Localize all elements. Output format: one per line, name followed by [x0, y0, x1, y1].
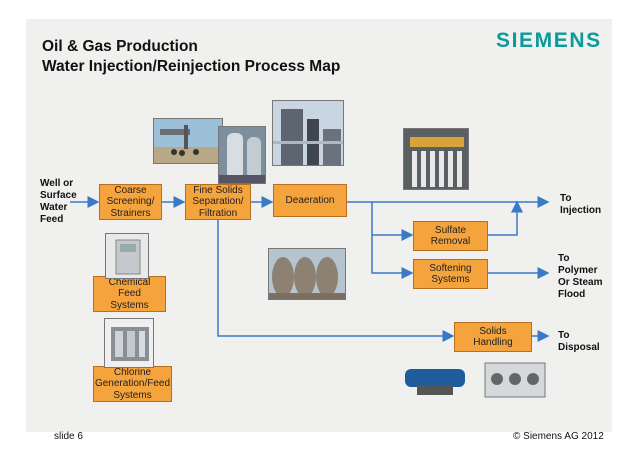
deaeration-box: Deaeration [273, 184, 347, 217]
title-line-1: Oil & Gas Production [42, 38, 198, 55]
chemical-feed-box: Chemical Feed Systems [93, 276, 166, 312]
photo-decanter-centrifuge [399, 357, 471, 399]
arrow-to-sulfate [371, 202, 414, 241]
source-label: Well or Surface Water Feed [40, 178, 77, 225]
photo-field-workers [153, 118, 223, 164]
output-polymer-label: To Polymer Or Steam Flood [558, 253, 603, 300]
photo-filtration-unit [218, 126, 266, 184]
solids-handling-box: Solids Handling [454, 322, 532, 352]
coarse-screening-box: Coarse Screening/ Strainers [99, 184, 162, 220]
arrow-to-softening [371, 235, 414, 279]
output-disposal-label: To Disposal [558, 330, 600, 353]
output-injection-label: To Injection [560, 193, 602, 216]
photo-deaeration-tower [272, 100, 344, 166]
arrow-to-solids [217, 214, 455, 342]
copyright-text: © Siemens AG 2012 [513, 431, 604, 442]
fine-solids-box: Fine Solids Separation/ Filtration [185, 184, 251, 220]
slide-number: slide 6 [54, 431, 83, 442]
photo-chlorine-generator [104, 318, 154, 368]
arrow-sulfate-return [488, 200, 523, 236]
photo-membrane-skid [403, 128, 469, 190]
photo-softening-tanks [268, 248, 346, 300]
title-line-2: Water Injection/Reinjection Process Map [42, 58, 341, 75]
photo-belt-press [479, 357, 551, 401]
photo-chemical-feed-cabinet [105, 233, 149, 279]
softening-systems-box: Softening Systems [413, 259, 488, 289]
siemens-logo: SIEMENS [496, 29, 602, 52]
sulfate-removal-box: Sulfate Removal [413, 221, 488, 251]
chlorine-generation-box: Chlorine Generation/Feed Systems [93, 366, 172, 402]
